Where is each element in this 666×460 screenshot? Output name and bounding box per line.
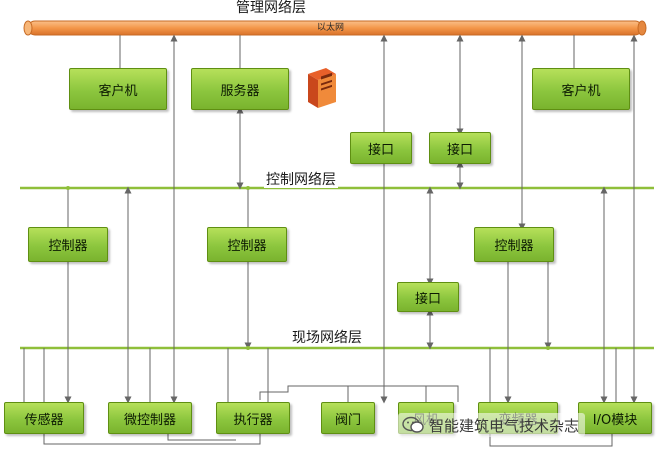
controller-node-3: 控制器 bbox=[474, 227, 554, 262]
watermark-text: 智能建筑电气技术杂志 bbox=[429, 416, 580, 435]
interface-node-3: 接口 bbox=[397, 282, 459, 312]
valve-node: 阀门 bbox=[321, 402, 375, 434]
controller-node-1: 控制器 bbox=[28, 227, 108, 262]
wechat-icon bbox=[402, 416, 424, 433]
controller-node-2: 控制器 bbox=[207, 227, 287, 262]
sensor-node: 传感器 bbox=[4, 402, 84, 434]
management-layer-title: 管理网络层 bbox=[234, 0, 308, 16]
control-layer-title: 控制网络层 bbox=[264, 172, 338, 188]
junction-dots bbox=[66, 186, 550, 350]
interface-node-1: 接口 bbox=[350, 132, 412, 164]
microcontroller-node: 微控制器 bbox=[108, 402, 192, 434]
io-module-node: I/O模块 bbox=[578, 402, 652, 434]
client-left-node: 客户机 bbox=[69, 68, 167, 110]
watermark: 智能建筑电气技术杂志 bbox=[398, 413, 586, 437]
interface-node-2: 接口 bbox=[429, 132, 491, 164]
server-icon bbox=[308, 68, 336, 108]
ethernet-label: 以太网 bbox=[317, 23, 345, 33]
connections bbox=[23, 34, 638, 447]
ethernet-bus bbox=[23, 20, 647, 36]
field-layer-title: 现场网络层 bbox=[290, 330, 364, 346]
actuator-node: 执行器 bbox=[216, 402, 290, 434]
server-node: 服务器 bbox=[191, 68, 289, 110]
client-right-node: 客户机 bbox=[532, 68, 630, 110]
